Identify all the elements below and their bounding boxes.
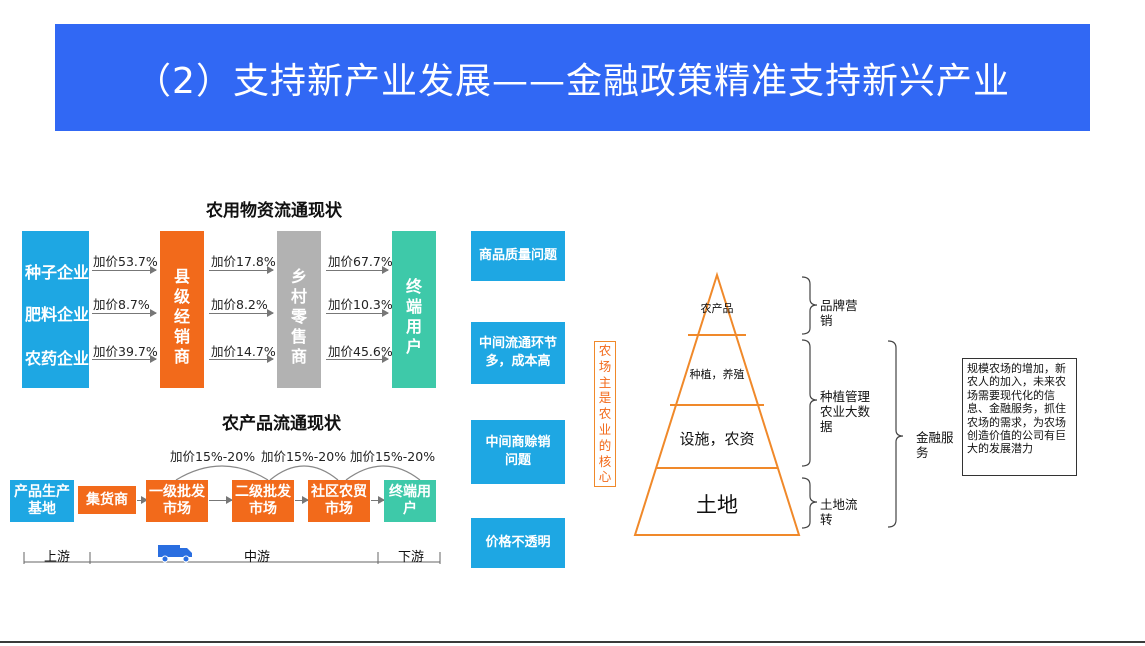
- county-dealer-label: 县级经销商: [174, 267, 191, 366]
- end-user-box: 终端用户: [392, 231, 436, 388]
- markup-arc: [175, 465, 269, 481]
- truck-icon: [158, 545, 192, 563]
- markup-c-pesticide: 加价45.6%: [328, 344, 393, 359]
- end-user-label: 终端用户: [406, 277, 423, 356]
- flow-node-production-base: 产品生产基地: [10, 480, 74, 522]
- village-retailer-label: 乡村零售商: [291, 267, 308, 366]
- finance-service-label: 金融服务: [916, 430, 954, 460]
- pyramid-level-facilities: 设施，农资: [679, 430, 755, 448]
- stream-upstream: 上游: [44, 550, 71, 565]
- arrow: [209, 309, 274, 317]
- arrow: [295, 496, 309, 504]
- produce-chain-title: 农产品流通现状: [222, 414, 341, 434]
- problem-credit-sales: 中间商赊销问题: [471, 420, 565, 484]
- source-pesticide: 农药企业: [25, 349, 90, 368]
- flow-markup-2: 加价15%-20%: [261, 449, 347, 464]
- markup-c-seed: 加价67.7%: [328, 254, 393, 269]
- markup-b-fertilizer: 加价8.2%: [211, 297, 268, 312]
- service-brand-marketing: 品牌营销: [820, 298, 858, 328]
- markup-arc: [345, 465, 421, 481]
- pyramid-level-land: 土地: [696, 493, 738, 517]
- flow-node-secondary-market: 二级批发市场: [232, 480, 294, 522]
- markup-a-seed: 加价53.7%: [93, 254, 158, 269]
- farm-pyramid: [633, 271, 801, 536]
- markup-b-pesticide: 加价14.7%: [211, 344, 276, 359]
- page-title: （2）支持新产业发展——金融政策精准支持新兴产业: [135, 60, 1010, 102]
- service-planting-data: 种植管理农业大数据: [820, 389, 871, 434]
- source-seed: 种子企业: [25, 263, 90, 282]
- stream-downstream: 下游: [398, 550, 425, 565]
- flow-node-end-user: 终端用户: [384, 480, 436, 522]
- arrow: [92, 355, 157, 363]
- farm-outlook-note: 规模农场的增加，新农人的加入，未来农场需要现代化的信息、金融服务，抓住农场的需求…: [962, 358, 1077, 476]
- problem-quality: 商品质量问题: [471, 231, 565, 281]
- markup-a-fertilizer: 加价8.7%: [93, 297, 150, 312]
- markup-b-seed: 加价17.8%: [211, 254, 276, 269]
- core-label: 农场主是农业的核心: [598, 343, 612, 485]
- stream-midstream: 中游: [244, 550, 271, 565]
- arrow: [209, 496, 233, 504]
- arrow: [92, 309, 157, 317]
- arrow: [326, 309, 389, 317]
- arrow: [209, 266, 274, 274]
- arrow: [209, 355, 274, 363]
- supply-chain-title: 农用物资流通现状: [206, 201, 342, 221]
- service-brackets: [801, 276, 904, 529]
- markup-c-fertilizer: 加价10.3%: [328, 297, 393, 312]
- core-label-box: 农场主是农业的核心: [594, 341, 616, 487]
- village-retailer-box: 乡村零售商: [277, 231, 321, 388]
- arrow: [92, 266, 157, 274]
- flow-markup-3: 加价15%-20%: [350, 449, 436, 464]
- footer-rule: [0, 641, 1145, 643]
- flow-node-primary-market: 一级批发市场: [146, 480, 208, 522]
- problem-opaque-prices: 价格不透明: [471, 518, 565, 568]
- pyramid-level-products: 农产品: [700, 302, 734, 315]
- source-companies-column: 种子企业 肥料企业 农药企业: [22, 231, 89, 388]
- county-dealer-box: 县级经销商: [160, 231, 204, 388]
- pyramid-level-planting: 种植，养殖: [689, 368, 745, 381]
- markup-arc: [269, 465, 339, 481]
- source-fertilizer: 肥料企业: [25, 305, 90, 324]
- arrow: [137, 496, 148, 504]
- problem-intermediaries: 中间流通环节多，成本高: [471, 322, 565, 384]
- service-land-transfer: 土地流转: [820, 497, 858, 527]
- markup-a-pesticide: 加价39.7%: [93, 344, 158, 359]
- produce-arcs: [23, 465, 441, 564]
- arrow: [326, 266, 389, 274]
- flow-node-community-market: 社区农贸市场: [308, 480, 370, 522]
- arrow: [326, 355, 389, 363]
- flow-markup-1: 加价15%-20%: [170, 449, 256, 464]
- title-banner: （2）支持新产业发展——金融政策精准支持新兴产业: [55, 24, 1090, 131]
- arrow: [371, 496, 385, 504]
- flow-node-collector: 集货商: [78, 486, 136, 514]
